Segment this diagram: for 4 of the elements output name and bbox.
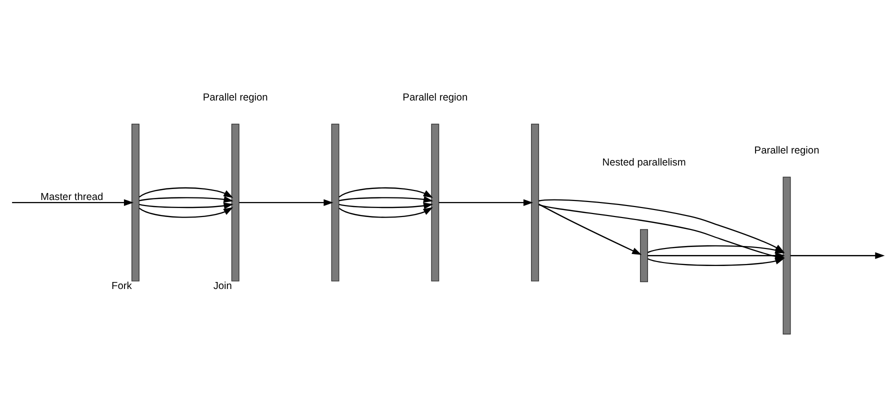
- node-label: Join: [213, 281, 232, 292]
- node-label: Fork: [112, 281, 132, 292]
- label: Nested parallelism: [602, 157, 686, 168]
- edge-label: Master thread: [40, 192, 104, 203]
